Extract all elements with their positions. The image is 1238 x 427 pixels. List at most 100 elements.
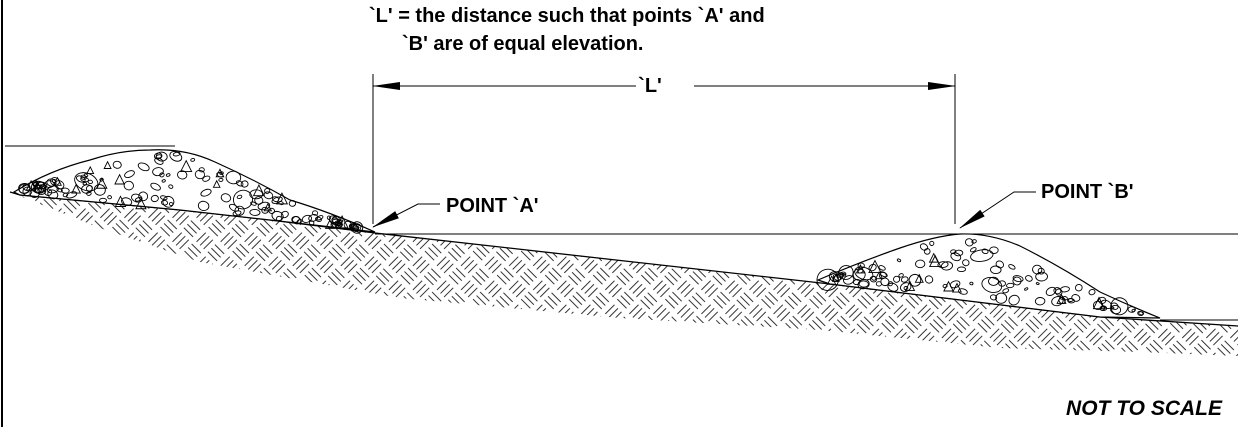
rock — [137, 162, 150, 172]
rock — [165, 173, 171, 177]
rock — [271, 196, 283, 204]
rock — [1024, 287, 1029, 291]
rock — [93, 184, 106, 196]
rock — [893, 275, 901, 283]
rock — [898, 273, 904, 278]
rock — [261, 206, 269, 214]
spacing-note-line-2: `B' are of equal elevation. — [402, 33, 644, 55]
rock — [288, 200, 297, 207]
rock — [60, 187, 70, 194]
rock — [46, 178, 57, 187]
rock — [150, 182, 161, 191]
rock — [233, 189, 253, 210]
rock — [900, 276, 909, 283]
rock — [942, 283, 948, 289]
rock — [200, 188, 212, 197]
rock — [995, 260, 1005, 269]
rock — [937, 261, 949, 268]
rock — [114, 195, 127, 207]
rock — [887, 281, 894, 287]
rock — [159, 172, 165, 178]
rock — [1012, 275, 1024, 283]
rock — [970, 249, 994, 262]
rock — [86, 165, 95, 175]
rock — [280, 210, 289, 219]
rock — [1051, 296, 1064, 307]
rock — [112, 160, 122, 169]
rock — [249, 208, 261, 216]
rock-fill-upstream — [18, 151, 364, 234]
rock — [899, 282, 912, 292]
rock — [124, 170, 135, 179]
rock — [908, 273, 922, 287]
rock — [225, 170, 242, 185]
rock — [190, 158, 196, 162]
rock — [131, 193, 143, 203]
rock — [263, 191, 274, 200]
rock — [314, 216, 323, 222]
rock — [995, 292, 1008, 304]
rock — [914, 273, 924, 283]
rock — [1002, 288, 1010, 294]
rock — [65, 191, 78, 199]
rock — [1110, 297, 1129, 316]
rock — [161, 179, 166, 183]
rock — [218, 177, 224, 182]
rock — [326, 215, 332, 220]
rock — [350, 222, 360, 232]
rock — [202, 175, 211, 182]
rock — [857, 279, 870, 290]
rock — [1127, 306, 1136, 313]
rock — [1032, 264, 1043, 275]
rock — [276, 215, 283, 222]
spacing-note-line-1: `L' = the distance such that points `A' … — [369, 5, 765, 27]
dimension-label-l: `L' — [638, 75, 662, 97]
rock — [150, 194, 159, 203]
rock — [50, 177, 60, 186]
rock — [1035, 282, 1040, 286]
rock — [841, 273, 847, 277]
rock — [292, 216, 300, 223]
rock — [1034, 297, 1046, 306]
rock — [1053, 287, 1062, 295]
rock — [970, 247, 977, 253]
rock — [316, 215, 324, 221]
rock — [1067, 298, 1075, 304]
rock — [169, 151, 183, 162]
rock — [308, 214, 319, 222]
rock — [121, 197, 133, 206]
rock — [240, 180, 249, 188]
rock — [152, 167, 164, 177]
rock — [177, 170, 188, 180]
rock — [868, 259, 882, 273]
rock — [950, 252, 962, 262]
rock — [301, 214, 313, 223]
rock — [343, 220, 353, 229]
rock — [940, 261, 954, 271]
rock — [964, 238, 974, 247]
rock — [929, 254, 942, 267]
rock — [51, 178, 57, 183]
rock — [929, 240, 935, 246]
rock — [339, 219, 344, 223]
rock-check-dam-downstream — [816, 233, 1161, 319]
rock — [250, 201, 257, 206]
rock — [335, 222, 343, 229]
rock — [990, 265, 1002, 275]
rock — [162, 195, 175, 208]
rock — [950, 249, 957, 255]
rock — [47, 189, 59, 200]
rock — [264, 187, 271, 194]
rock — [75, 175, 86, 183]
rock — [22, 186, 33, 196]
rock — [1131, 308, 1136, 313]
rock — [832, 273, 844, 282]
rock — [871, 275, 877, 281]
rock — [99, 197, 107, 203]
rock — [82, 182, 88, 186]
leader-point-b — [959, 191, 1036, 229]
rock — [843, 275, 855, 285]
rock — [953, 249, 964, 257]
rock — [1110, 305, 1122, 315]
rock — [235, 180, 244, 187]
